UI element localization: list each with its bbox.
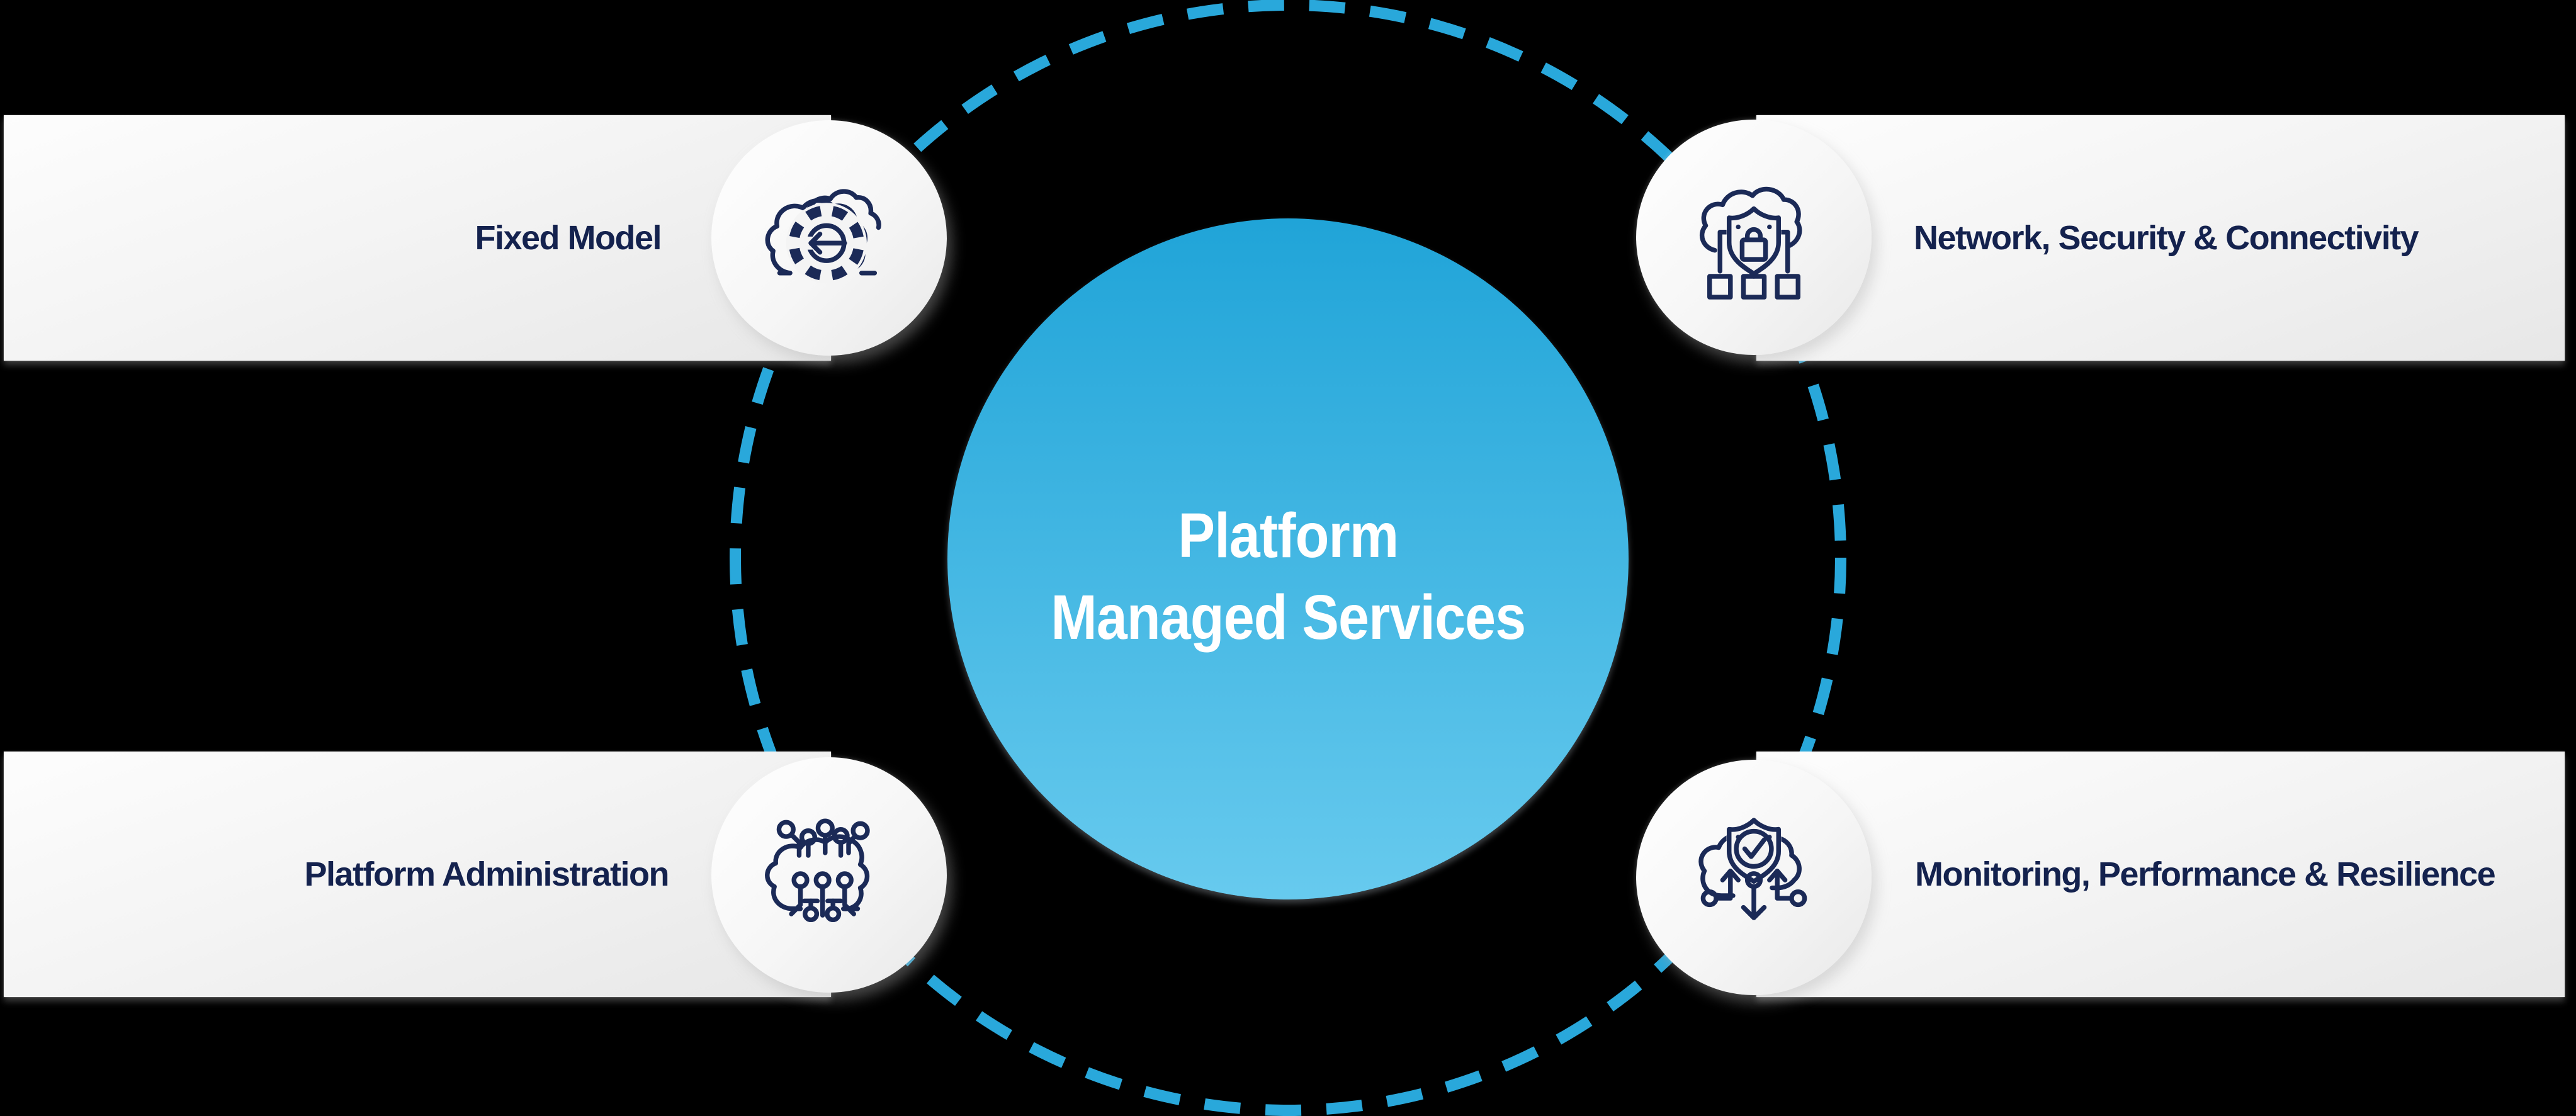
fixed-model-badge [711,120,947,356]
bar-platform-administration: Platform Administration [4,752,831,997]
platform-administration-badge [711,757,947,993]
shield-check-cloud-arrows-icon [1698,817,1807,920]
monitoring-badge [1636,760,1872,995]
platform-administration-label: Platform Administration [304,855,669,893]
bar-network-security-connectivity: Network, Security & Connectivity [1756,115,2565,361]
cloud-gear-icon [765,189,881,284]
hub-title-line1: Platform [1178,500,1399,571]
bar-monitoring-performance-resilience: Monitoring, Performance & Resilience [1756,752,2565,997]
cloud-shield-lock-network-icon [1700,186,1802,300]
hub-title: Platform Managed Services [1051,495,1526,658]
monitoring-performance-resilience-label: Monitoring, Performance & Resilience [1915,855,2496,893]
central-hub-circle: Platform Managed Services [947,218,1629,899]
hub-title-line2: Managed Services [1051,582,1526,653]
network-security-badge [1636,120,1872,355]
cloud-circuit-icon [765,818,870,923]
bar-fixed-model: Fixed Model [4,115,831,361]
fixed-model-label: Fixed Model [475,219,662,257]
network-security-connectivity-label: Network, Security & Connectivity [1914,219,2419,257]
